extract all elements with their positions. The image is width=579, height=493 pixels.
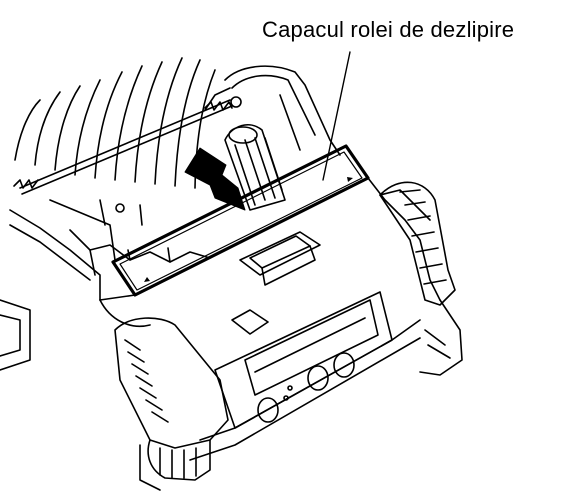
paper-roll [224,124,286,211]
right-bumper [379,181,463,376]
callout-leader-line [322,51,351,181]
push-arrow [184,147,246,211]
peeler-roller-cover [111,144,370,297]
top-right-housing [204,65,341,156]
printer-body [99,177,441,461]
paper-sheets [14,57,216,189]
callout-label-peeler-cover: Capacul rolei de dezlipire [262,17,515,42]
left-bumper [114,317,229,491]
printer-frame [0,199,116,371]
